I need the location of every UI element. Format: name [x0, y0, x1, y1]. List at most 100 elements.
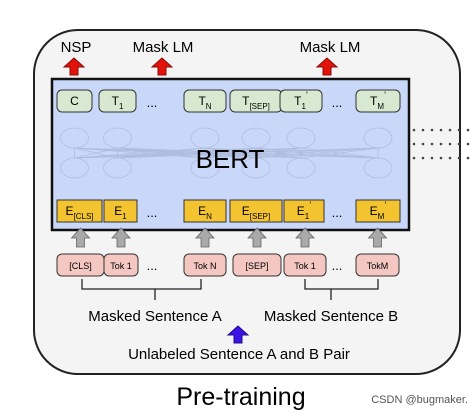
embed-ellipsis-1: ... — [147, 205, 158, 220]
network-edge — [117, 147, 302, 159]
input-token-label: Tok 1 — [294, 261, 316, 271]
bert-title: BERT — [196, 144, 265, 174]
gray-up-arrow-icon — [195, 227, 215, 248]
network-edge — [204, 147, 379, 159]
input-token-box — [355, 253, 400, 277]
gray-up-arrow-icon — [247, 227, 267, 248]
embedding-label-sup: ’ — [309, 200, 311, 210]
continuation-dot — [421, 156, 425, 160]
embedding-label: E1 — [114, 204, 127, 221]
input-ellipsis-2: ... — [332, 258, 343, 273]
gray-up-arrow-icon — [111, 227, 131, 248]
continuation-dot — [430, 128, 434, 132]
continuation-dot — [439, 156, 443, 160]
continuation-dot — [448, 156, 452, 160]
embedding-label-sub: M — [378, 212, 385, 221]
embedding-label-base: E — [114, 204, 122, 218]
input-token-label: Tok 1 — [110, 261, 132, 271]
output-token-box — [98, 89, 137, 113]
input-token-box — [232, 253, 282, 277]
blue-up-arrow-icon — [226, 325, 250, 344]
output-token-label-sup: ’ — [384, 90, 386, 100]
output-token-label-sub: M — [377, 102, 384, 111]
input-arrows — [70, 227, 388, 248]
embedding-label: E1 ’ — [297, 200, 311, 221]
dotted-continuation — [412, 128, 470, 160]
embedding-box — [229, 199, 283, 223]
output-token-box — [183, 89, 227, 113]
output-token-label-sub: N — [206, 102, 212, 111]
continuation-dot — [466, 128, 470, 132]
output-token-label-base: T — [242, 94, 250, 108]
output-token-label-sub: [SEP] — [249, 102, 269, 111]
continuation-dot — [448, 128, 452, 132]
continuation-dot — [466, 142, 470, 146]
output-token-label: TM’ — [370, 90, 386, 111]
gray-up-arrow-icon — [295, 227, 315, 248]
sentence-a-label: Masked Sentence A — [88, 308, 221, 325]
continuation-dot — [448, 142, 452, 146]
continuation-dot — [457, 142, 461, 146]
red-up-arrow-mlm2-icon — [315, 57, 339, 76]
output-token-label-base: C — [70, 94, 79, 108]
embedding-label-base: E — [297, 204, 305, 218]
output-token-label: T1’ — [294, 90, 308, 111]
embedding-label-sub: N — [206, 212, 212, 221]
pretraining-caption: Pre-training — [176, 383, 305, 411]
input-token-label: [SEP] — [245, 261, 268, 271]
network-edge — [255, 147, 302, 159]
output-token-box — [279, 89, 323, 113]
embedding-label: E[SEP] — [242, 204, 270, 221]
red-up-arrow-mlm1-icon — [150, 57, 174, 76]
embedding-box — [183, 199, 227, 223]
embedding-box — [283, 199, 325, 223]
output-token-label-sup: ’ — [306, 90, 308, 100]
input-token-box — [283, 253, 327, 277]
continuation-dot — [430, 156, 434, 160]
input-token-box — [103, 253, 139, 277]
input-ellipsis-1: ... — [147, 258, 158, 273]
output-token-label: C — [70, 94, 79, 108]
network-edge — [74, 147, 118, 159]
red-up-arrow-nsp-icon — [62, 57, 86, 76]
continuation-dot — [421, 128, 425, 132]
embedding-label-sub: 1 — [305, 212, 310, 221]
embedding-label: EM’ — [370, 200, 387, 221]
continuation-dot — [466, 156, 470, 160]
output-token-label-base: T — [294, 94, 302, 108]
output-token-label-base: T — [198, 94, 206, 108]
output-token-label-sub: 1 — [301, 102, 306, 111]
embedding-label-sub: [SEP] — [250, 212, 270, 221]
mask-lm-label-1: Mask LM — [133, 39, 194, 56]
embedding-box — [56, 199, 103, 223]
input-token-label: Tok N — [193, 261, 216, 271]
continuation-dot — [430, 142, 434, 146]
input-token-label: [CLS] — [69, 261, 92, 271]
continuation-dot — [412, 142, 416, 146]
top-ellipsis-2: ... — [332, 95, 343, 110]
continuation-dot — [421, 142, 425, 146]
continuation-dot — [457, 128, 461, 132]
input-token-label: TokM — [367, 261, 389, 271]
output-token-label-sub: 1 — [119, 102, 124, 111]
input-token-row: [CLS] Tok 1 Tok N [SEP] Tok 1 TokM — [56, 253, 400, 277]
embedding-label-sub: [CLS] — [74, 212, 94, 221]
embedding-label-base: E — [370, 204, 378, 218]
embedding-label: E[CLS] — [65, 204, 93, 221]
network-edge — [74, 147, 206, 159]
output-token-box — [355, 89, 401, 113]
network-edge — [117, 147, 379, 159]
continuation-dot — [412, 156, 416, 160]
network-edge — [300, 147, 379, 159]
transformer-network — [60, 127, 393, 179]
gray-up-arrow-icon — [367, 227, 388, 248]
embedding-label-base: E — [242, 204, 250, 218]
embedding-label-base: E — [65, 204, 73, 218]
sentence-brackets — [81, 279, 379, 300]
continuation-dot — [457, 156, 461, 160]
continuation-dot — [439, 128, 443, 132]
watermark: CSDN @bugmaker. — [371, 394, 468, 406]
